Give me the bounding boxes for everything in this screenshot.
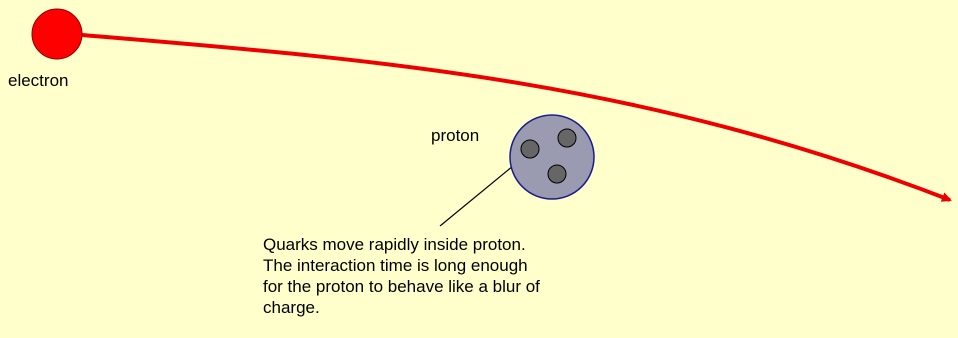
annotation-line: Quarks move rapidly inside proton. [263,235,526,254]
electron [31,8,83,60]
electron-trajectory [81,33,952,202]
quark [547,164,567,184]
annotation-line: for the proton to behave like a blur of [263,277,540,296]
annotation-line: charge. [263,298,320,317]
annotation-line: The interaction time is long enough [263,256,528,275]
quark [520,139,540,159]
quark [557,128,577,148]
proton [509,114,595,200]
proton-label: proton [431,126,480,145]
annotation-text: Quarks move rapidly inside proton. The i… [263,234,540,318]
electron-label: electron [8,71,69,90]
